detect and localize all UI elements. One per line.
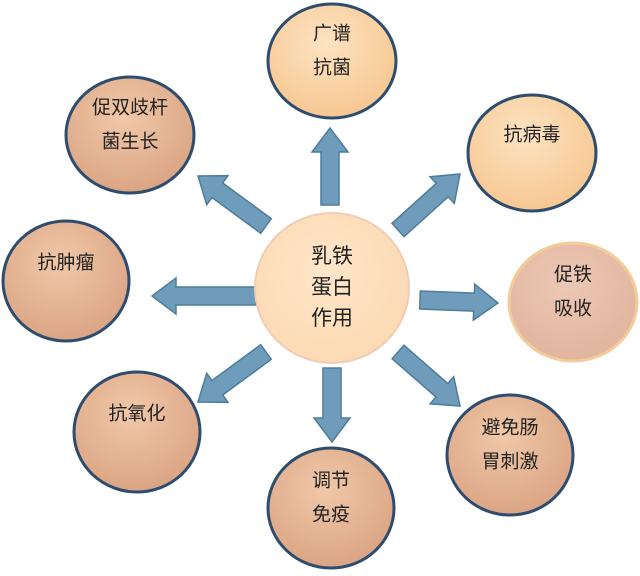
node-antitumor: 抗肿瘤 [1,219,131,343]
arrow [391,344,461,407]
center-node-lactoferrin-label: 乳铁 [311,244,353,268]
node-antitumor-label: 抗肿瘤 [37,252,94,274]
node-antiviral: 抗病毒 [466,93,598,213]
node-antioxidant-label: 抗氧化 [108,403,165,425]
node-promote-bifidobacteria-label: 促双歧杆 [92,97,168,119]
node-avoid-gastric-irritation-circle [445,393,575,517]
node-avoid-gastric-irritation-label: 避免肠 [481,417,538,439]
arrow [390,173,461,238]
arrow [418,282,500,322]
node-immune-regulation-circle [266,446,396,570]
node-promote-iron-absorption-circle [507,241,639,363]
node-broad-spectrum-antibacterial-label: 抗菌 [313,57,351,79]
node-promote-bifidobacteria-circle [64,75,196,195]
node-antioxidant: 抗氧化 [72,370,202,494]
arrows-group [150,126,500,444]
node-promote-bifidobacteria-label: 菌生长 [101,131,158,153]
center-node-lactoferrin-label: 作用 [311,306,353,330]
node-avoid-gastric-irritation-label: 胃刺激 [481,451,538,473]
arrow [150,276,257,316]
node-promote-iron-absorption-label: 吸收 [554,298,592,320]
node-broad-spectrum-antibacterial-label: 广谱 [313,23,351,45]
node-promote-iron-absorption-label: 促铁 [554,264,592,286]
node-antiviral-label: 抗病毒 [503,124,560,146]
node-antioxidant-circle [72,370,202,494]
arrow [196,343,273,404]
node-immune-regulation-label: 免疫 [312,504,350,526]
arrow [196,174,273,235]
node-antitumor-circle [1,219,131,343]
node-antiviral-circle [466,93,598,213]
center-node-lactoferrin-circle [254,212,410,364]
node-immune-regulation-label: 调节 [312,470,350,492]
arrow [312,367,352,444]
center-node-lactoferrin-label: 蛋白 [311,275,353,299]
arrow [310,126,350,206]
node-broad-spectrum-antibacterial-circle [266,2,398,120]
